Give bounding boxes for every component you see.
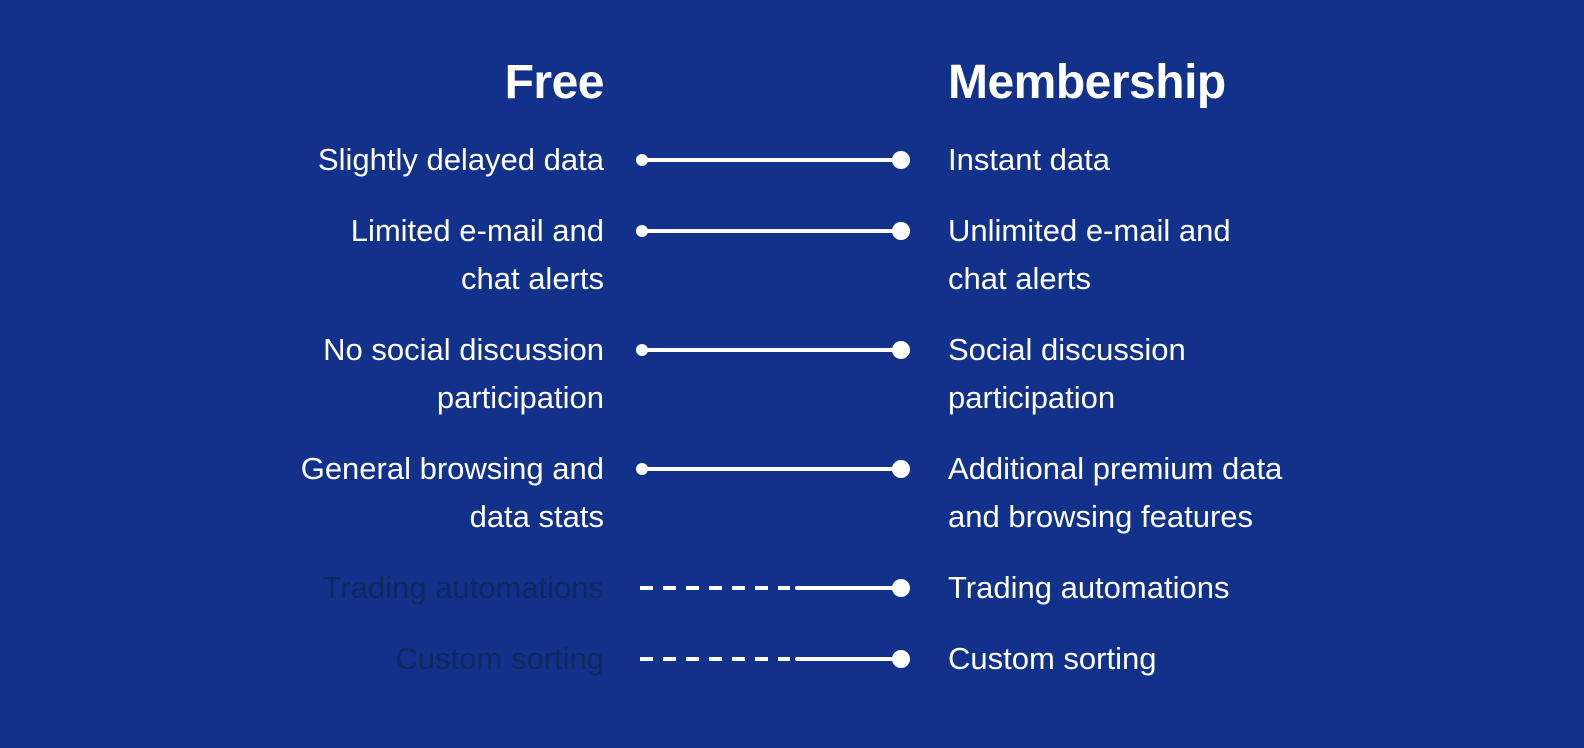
connector-dot-left xyxy=(636,463,648,475)
feature-label-free: Limited e-mail and chat alerts xyxy=(350,213,604,296)
connector-dot-left xyxy=(636,225,648,237)
connector-dashed-segment xyxy=(640,586,790,590)
connector-solid-segment xyxy=(795,657,907,661)
feature-label-membership: Trading automations xyxy=(948,570,1230,605)
feature-label-free: General browsing and data stats xyxy=(300,451,604,534)
feature-label-membership: Custom sorting xyxy=(948,641,1157,676)
connector-line xyxy=(636,459,920,479)
connector-solid-segment xyxy=(645,348,907,352)
column-header-free: Free xyxy=(504,56,605,109)
connector-solid-segment xyxy=(645,158,907,162)
connector-line xyxy=(636,221,920,241)
connector-line xyxy=(636,150,920,170)
connector-dot-right xyxy=(892,579,910,597)
connector-dot-right xyxy=(892,222,910,240)
connector-line xyxy=(636,340,920,360)
feature-label-free: Custom sorting xyxy=(395,641,604,676)
feature-label-membership: Additional premium data and browsing fea… xyxy=(948,451,1283,534)
connector-dot-right xyxy=(892,650,910,668)
feature-label-membership: Unlimited e-mail and chat alerts xyxy=(948,213,1231,296)
connector-dashed-segment xyxy=(640,657,790,661)
connector-dot-left xyxy=(636,344,648,356)
connector-solid-segment xyxy=(795,586,907,590)
feature-label-free: Slightly delayed data xyxy=(317,142,604,177)
feature-label-membership: Instant data xyxy=(948,142,1111,177)
connector-dot-right xyxy=(892,151,910,169)
connector-solid-segment xyxy=(645,467,907,471)
feature-label-membership: Social discussion participation xyxy=(948,332,1186,415)
connector-dot-left xyxy=(636,154,648,166)
connector-dot-right xyxy=(892,341,910,359)
connector-solid-segment xyxy=(645,229,907,233)
column-header-membership: Membership xyxy=(948,56,1226,109)
connector-dot-right xyxy=(892,460,910,478)
column-headers: Free Membership xyxy=(0,50,1584,116)
feature-label-free: Trading automations xyxy=(322,570,604,605)
feature-label-free: No social discussion participation xyxy=(323,332,604,415)
connector-line xyxy=(636,649,920,669)
connector-line xyxy=(636,578,920,598)
